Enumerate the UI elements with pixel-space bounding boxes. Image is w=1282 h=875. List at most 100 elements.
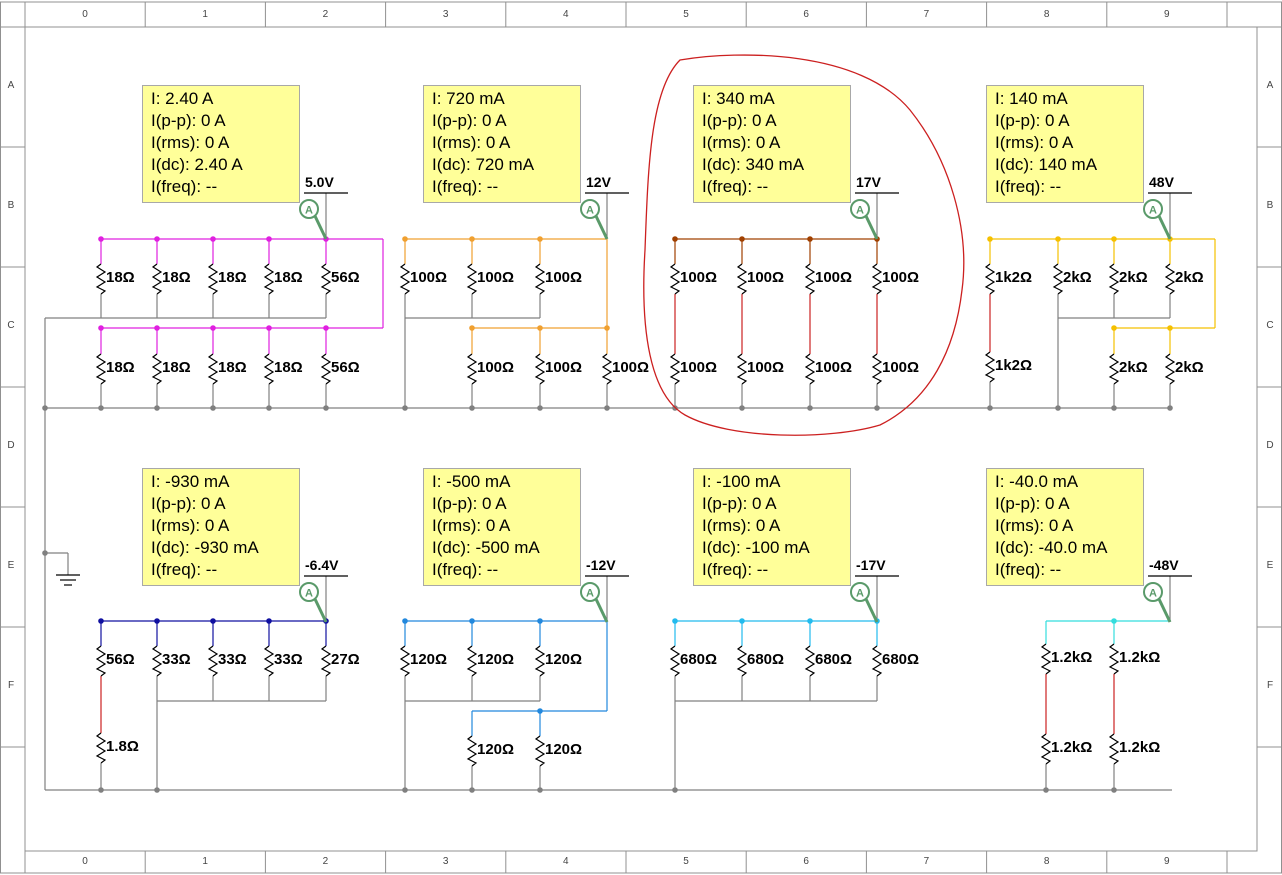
wires bbox=[44, 193, 1216, 791]
junction-dot bbox=[537, 787, 543, 793]
ammeter-lead bbox=[594, 598, 609, 623]
grid-column-label: 4 bbox=[563, 856, 569, 867]
grid-column-label: 6 bbox=[803, 9, 809, 20]
junction-dot bbox=[469, 787, 475, 793]
junction-dot bbox=[154, 787, 160, 793]
resistor-zigzag bbox=[984, 263, 996, 295]
resistor-zigzag bbox=[736, 353, 748, 385]
junction-dot bbox=[469, 618, 475, 624]
readout-irms: I(rms): 0 A bbox=[151, 133, 230, 152]
inner-frame bbox=[24, 26, 1258, 852]
grid-column-label: 4 bbox=[563, 9, 569, 20]
junction-dot bbox=[739, 618, 745, 624]
readout-idc: I(dc): 140 mA bbox=[995, 155, 1098, 174]
junction-dot bbox=[154, 405, 160, 411]
resistor-value-label: 100Ω bbox=[882, 359, 920, 376]
junction-dot bbox=[1055, 405, 1061, 411]
ammeter-symbol: A bbox=[1149, 205, 1157, 217]
grid-column-label: 3 bbox=[442, 9, 449, 20]
grid-row-label: C bbox=[7, 320, 15, 331]
resistor-value-label: 2kΩ bbox=[1063, 269, 1092, 286]
junction-dot bbox=[1043, 787, 1049, 793]
resistor-zigzag bbox=[1052, 263, 1064, 295]
source-voltage-label: -6.4V bbox=[305, 557, 339, 573]
junction-dot bbox=[1111, 787, 1117, 793]
junction-dot bbox=[874, 405, 880, 411]
junction-dot bbox=[210, 618, 216, 624]
source-voltage-label: -17V bbox=[856, 557, 886, 573]
resistor-value-label: 56Ω bbox=[106, 651, 135, 668]
readout-ipp: I(p-p): 0 A bbox=[151, 494, 226, 513]
readout-ifreq: I(freq): -- bbox=[702, 177, 769, 196]
junction-dot bbox=[739, 236, 745, 242]
resistor-value-label: 1.2kΩ bbox=[1119, 649, 1161, 666]
junction-dot bbox=[98, 618, 104, 624]
resistor-value-label: 680Ω bbox=[747, 651, 785, 668]
resistor-value-label: 120Ω bbox=[545, 741, 583, 758]
readout-ifreq: I(freq): -- bbox=[151, 177, 218, 196]
readout-idc: I(dc): 340 mA bbox=[702, 155, 805, 174]
ammeter-lead bbox=[313, 598, 328, 623]
resistor-value-label: 18Ω bbox=[274, 359, 303, 376]
junction-dot bbox=[537, 325, 543, 331]
resistor-zigzag bbox=[263, 353, 275, 385]
ground-symbol bbox=[45, 552, 80, 586]
resistor-value-label: 2kΩ bbox=[1119, 359, 1148, 376]
junction-dot bbox=[604, 325, 610, 331]
resistor-zigzag bbox=[207, 645, 219, 677]
junction-dot bbox=[1111, 236, 1117, 242]
resistor-zigzag bbox=[320, 263, 332, 295]
resistor-zigzag bbox=[320, 353, 332, 385]
junction-dot bbox=[807, 618, 813, 624]
junction-dot bbox=[672, 236, 678, 242]
grid-column-label: 9 bbox=[1164, 9, 1170, 20]
grid-row-label: D bbox=[7, 440, 15, 451]
readout-ifreq: I(freq): -- bbox=[432, 177, 499, 196]
grid-column-label: 8 bbox=[1043, 9, 1050, 20]
resistor-value-label: 680Ω bbox=[815, 651, 853, 668]
readout-idc: I(dc): -40.0 mA bbox=[995, 538, 1108, 557]
junction-dot bbox=[266, 618, 272, 624]
readout-idc: I(dc): -100 mA bbox=[702, 538, 810, 557]
junction-dot bbox=[1167, 405, 1173, 411]
grid-column-label: 0 bbox=[82, 9, 88, 20]
readout-ipp: I(p-p): 0 A bbox=[151, 111, 226, 130]
resistor-value-label: 1.2kΩ bbox=[1051, 739, 1093, 756]
ammeter-symbol: A bbox=[856, 205, 864, 217]
resistor-zigzag bbox=[151, 353, 163, 385]
junction-dot bbox=[469, 325, 475, 331]
resistor-value-label: 680Ω bbox=[680, 651, 718, 668]
readout-irms: I(rms): 0 A bbox=[995, 133, 1074, 152]
ammeter-icon bbox=[299, 199, 319, 219]
junction-dot bbox=[98, 325, 104, 331]
resistor-value-label: 2kΩ bbox=[1175, 269, 1204, 286]
readout-ifreq: I(freq): -- bbox=[432, 560, 499, 579]
resistor-zigzag bbox=[736, 263, 748, 295]
resistor-zigzag bbox=[1040, 643, 1052, 675]
resistor-value-label: 100Ω bbox=[545, 359, 583, 376]
source-voltage-label: -48V bbox=[1149, 557, 1179, 573]
resistor-value-label: 1k2Ω bbox=[995, 269, 1033, 286]
resistor-value-label: 1k2Ω bbox=[995, 357, 1033, 374]
resistor-value-label: 56Ω bbox=[331, 269, 360, 286]
resistor-zigzag bbox=[151, 263, 163, 295]
readout-i: I: 2.40 A bbox=[151, 89, 214, 108]
resistor-value-label: 18Ω bbox=[218, 359, 247, 376]
readout-irms: I(rms): 0 A bbox=[702, 516, 781, 535]
resistor-value-label: 1.2kΩ bbox=[1051, 649, 1093, 666]
readout-i: I: -500 mA bbox=[432, 472, 511, 491]
resistor-value-label: 680Ω bbox=[882, 651, 920, 668]
resistor-value-label: 120Ω bbox=[477, 651, 515, 668]
resistor-value-label: 120Ω bbox=[477, 741, 515, 758]
readout-idc: I(dc): -930 mA bbox=[151, 538, 259, 557]
resistor-value-label: 1.2kΩ bbox=[1119, 739, 1161, 756]
junction-dot bbox=[537, 708, 543, 714]
readout-i: I: -930 mA bbox=[151, 472, 230, 491]
grid-column-label: 3 bbox=[442, 856, 449, 867]
resistor-value-label: 100Ω bbox=[477, 269, 515, 286]
ammeter-symbol: A bbox=[1149, 588, 1157, 600]
resistor-value-label: 100Ω bbox=[680, 359, 718, 376]
